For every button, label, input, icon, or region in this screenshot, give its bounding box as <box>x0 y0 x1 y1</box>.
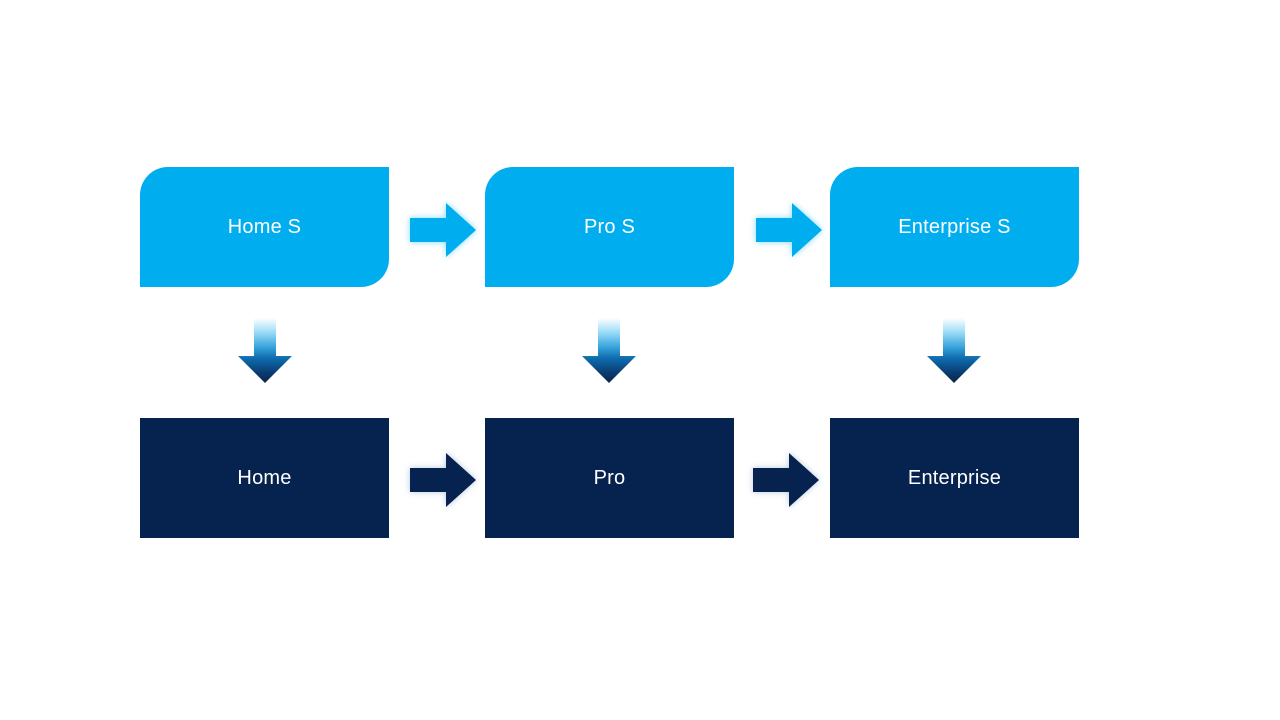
node-enterprise-label: Enterprise <box>907 466 1002 489</box>
down-arrow-icon <box>238 318 292 383</box>
down-arrow-icon <box>927 318 981 383</box>
node-pro-label: Pro <box>593 466 626 489</box>
right-arrow-icon <box>753 453 819 507</box>
node-home-s: Home S <box>140 167 389 287</box>
down-arrow-icon <box>582 318 636 383</box>
right-arrow-icon <box>410 453 476 507</box>
node-enterprise-s: Enterprise S <box>830 167 1079 287</box>
node-pro-s: Pro S <box>485 167 734 287</box>
right-arrow-icon <box>756 203 822 257</box>
node-enterprise: Enterprise <box>830 418 1079 538</box>
right-arrow-icon <box>410 203 476 257</box>
node-enterprise-s-label: Enterprise S <box>898 215 1011 238</box>
node-pro: Pro <box>485 418 734 538</box>
node-home: Home <box>140 418 389 538</box>
node-home-label: Home <box>237 466 292 489</box>
node-home-s-label: Home S <box>227 215 302 238</box>
node-pro-s-label: Pro S <box>583 215 636 238</box>
